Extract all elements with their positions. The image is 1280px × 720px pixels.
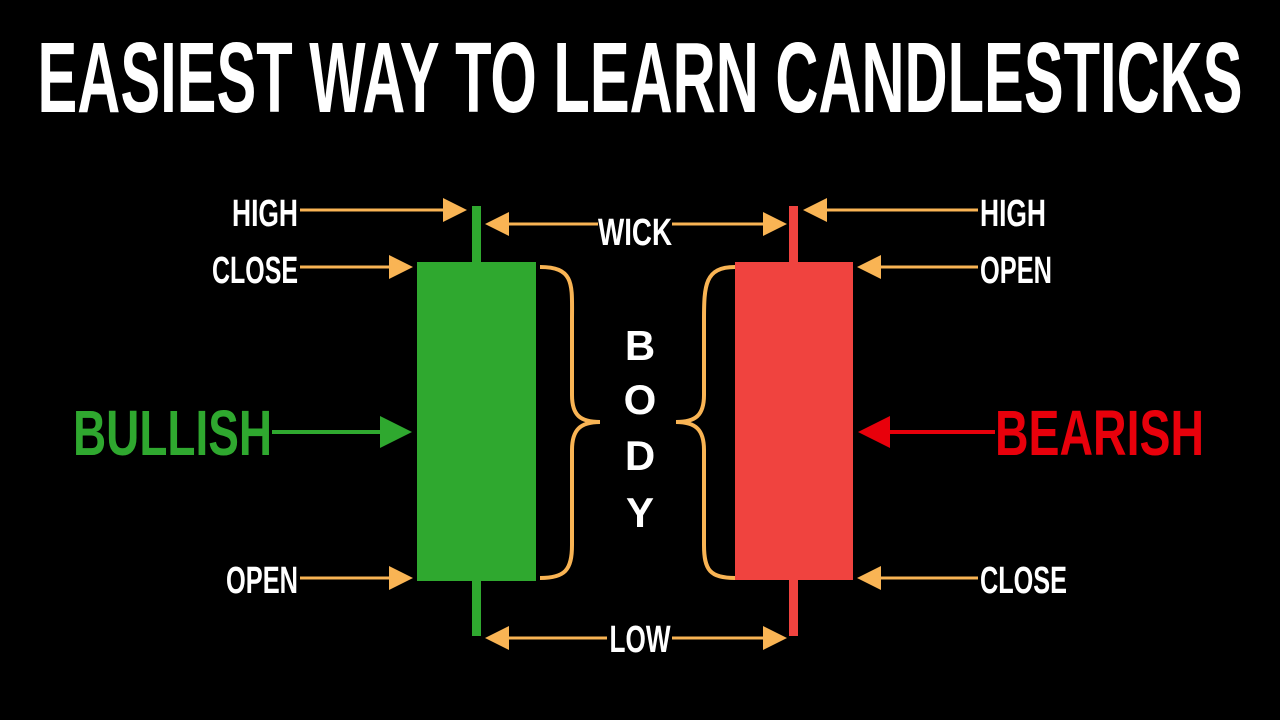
bullish-label: BULLISH [73,397,272,469]
body-letter: B [625,322,655,369]
body-letter: O [624,376,657,423]
body-letter: Y [626,489,654,536]
bullish-body [417,262,536,581]
bullish-high-label: HIGH [232,193,298,235]
left-brace [539,265,601,580]
annotation-arrows [300,198,978,650]
body-letter: D [625,432,655,479]
wick-label: WICK [598,212,672,254]
bullish-candle [417,206,536,636]
bearish-high-label: HIGH [980,193,1046,235]
body-label: B O D Y [624,322,657,536]
bearish-open-label: OPEN [980,250,1052,292]
page-title: EASIEST WAY TO LEARN CANDLESTICKS [38,22,1243,134]
right-brace [675,265,736,580]
low-label: LOW [610,619,671,661]
bearish-candle [735,206,853,636]
bullish-open-label: OPEN [226,560,298,602]
bearish-label: BEARISH [995,397,1204,469]
bullish-close-label: CLOSE [212,250,298,292]
bearish-close-label: CLOSE [980,560,1067,602]
bearish-body [735,262,853,580]
